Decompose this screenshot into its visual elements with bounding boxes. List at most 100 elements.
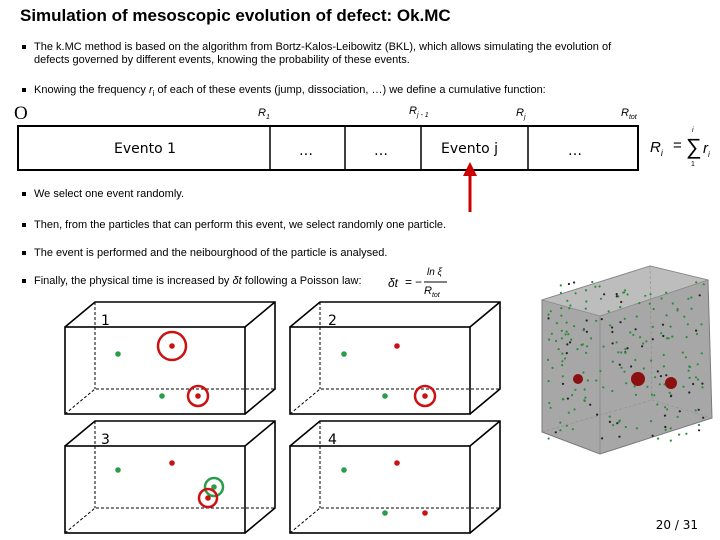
simulation-particle <box>619 306 622 309</box>
simulation-particle <box>565 321 568 324</box>
simulation-particle <box>559 429 562 432</box>
cumulative-formula-sum-top: i <box>692 127 694 134</box>
simulation-particle <box>584 289 588 292</box>
simulation-particle <box>642 367 645 370</box>
simulation-particle <box>669 325 672 328</box>
simulation-particle <box>658 383 661 386</box>
red-particle <box>394 460 400 466</box>
simulation-particle <box>649 293 652 296</box>
simulation-particle <box>668 391 671 394</box>
bullet-time-increase: Finally, the physical time is increased … <box>22 275 422 288</box>
simulation-particle <box>698 429 701 432</box>
simulation-particle <box>582 371 585 374</box>
simulation-particle <box>601 437 604 440</box>
simulation-particle <box>611 342 614 345</box>
simulation-particle <box>652 307 655 311</box>
simulation-particle <box>666 337 669 340</box>
simulation-particle <box>576 348 579 351</box>
simulation-particle <box>620 300 623 304</box>
green-particle <box>159 393 165 399</box>
green-particle <box>115 467 121 473</box>
simulation-particle <box>635 427 639 430</box>
simulation-particle <box>654 376 657 379</box>
simulation-particle <box>547 313 550 316</box>
simulation-particle <box>557 348 560 351</box>
bullet-frequency: Knowing the frequency ri of each of thes… <box>22 84 702 100</box>
red-particle <box>394 343 400 349</box>
simulation-particle <box>609 324 612 327</box>
simulation-particle <box>662 334 665 338</box>
simulation-particle <box>618 419 621 422</box>
simulation-particle <box>671 335 674 338</box>
bullet-marker <box>22 251 26 255</box>
cumulative-formula-sum-bottom: 1 <box>691 161 695 168</box>
red-selection-ring <box>413 384 437 408</box>
simulation-particle <box>650 359 653 362</box>
bullet-text-line1: The k.MC method is based on the algorith… <box>34 41 612 53</box>
simulation-particle <box>607 310 610 313</box>
cluster-defect <box>631 372 645 386</box>
simulation-particle <box>569 341 572 344</box>
simulation-particle <box>686 323 689 326</box>
simulation-particle <box>629 331 632 334</box>
bullet-marker <box>22 223 26 227</box>
simulation-particle <box>635 315 638 318</box>
simulation-particle <box>624 425 627 429</box>
simulation-particle <box>662 365 666 368</box>
box-edge <box>469 301 501 328</box>
simulation-particle <box>634 393 638 396</box>
bullet-text: The event is performed and the neibourgh… <box>34 247 388 259</box>
simulation-particle <box>546 358 550 361</box>
simulation-particle <box>583 399 586 402</box>
green-particle <box>341 351 347 357</box>
axis-label-rj: Rj <box>516 107 526 122</box>
simulation-particle <box>611 389 614 393</box>
bullet-text: We select one event randomly. <box>34 188 185 200</box>
simulation-particle <box>547 380 550 383</box>
red-particle <box>169 460 175 466</box>
simulation-particle <box>676 415 679 418</box>
simulation-particle <box>669 395 673 398</box>
simulation-particle <box>559 284 562 287</box>
simulation-particle <box>622 291 625 294</box>
bullet-text: following a Poisson law: <box>241 275 362 287</box>
frequency-subscript: i <box>152 89 155 99</box>
simulation-particle <box>611 326 614 329</box>
simulation-particle <box>551 366 554 369</box>
cumulative-formula-equals: = <box>673 137 682 154</box>
simulation-particle <box>626 293 629 296</box>
simulation-particle <box>571 394 574 397</box>
simulation-particle <box>688 391 691 394</box>
simulation-particle <box>615 341 618 344</box>
simulation-particle <box>688 365 692 369</box>
segment-ellipsis-1: … <box>299 143 313 159</box>
simulation-particle <box>616 422 619 425</box>
simulation-particle <box>687 369 690 372</box>
simulation-particle <box>694 409 697 412</box>
simulation-particle <box>642 342 645 345</box>
green-particle <box>115 351 121 357</box>
simulation-particle <box>570 338 573 341</box>
simulation-particle <box>608 420 612 423</box>
simulation-particle <box>586 345 589 348</box>
simulation-particle <box>560 307 563 310</box>
simulation-particle <box>682 385 685 388</box>
bullet-marker <box>22 192 26 196</box>
simulation-particle <box>547 437 550 440</box>
simulation-particle <box>656 370 659 373</box>
simulation-particle <box>656 403 659 406</box>
simulation-particle <box>611 330 614 334</box>
simulation-particle <box>586 379 590 382</box>
simulation-particle <box>547 317 550 320</box>
bullet-text: Then, from the particles that can perfor… <box>34 219 447 231</box>
poisson-formula-minus: − <box>415 275 423 289</box>
axis-label-rtot: Rtot <box>621 107 637 122</box>
simulation-particle <box>695 332 699 336</box>
simulation-particle <box>560 337 564 340</box>
simulation-particle <box>695 329 698 332</box>
simulation-particle <box>651 325 654 328</box>
simulation-particle <box>566 397 570 400</box>
box-label-3: 3 <box>101 432 110 448</box>
